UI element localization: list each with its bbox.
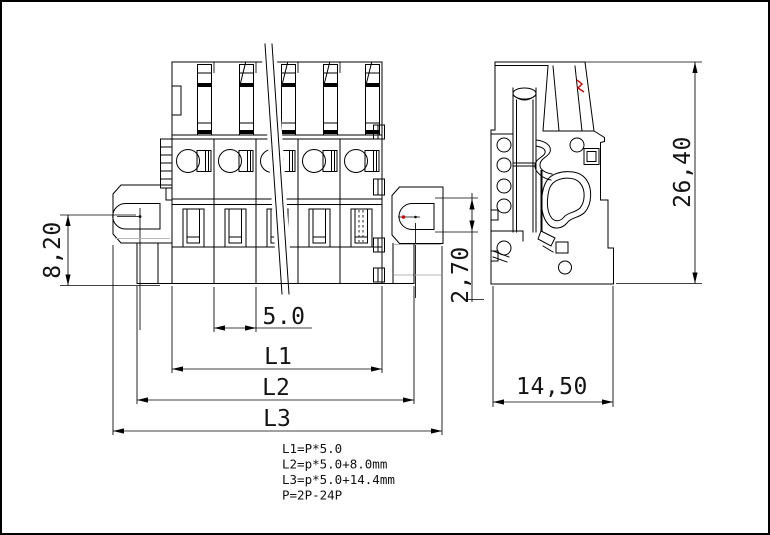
note-poles: P=2P-24P <box>282 488 342 503</box>
latch-window <box>583 148 600 165</box>
red-marker-dot <box>401 215 406 219</box>
flange-center-dot <box>138 215 142 218</box>
dim-side-height: 26,40 <box>670 136 696 208</box>
lever-slot <box>365 62 380 136</box>
lever-slot <box>323 62 338 136</box>
front-view <box>112 43 444 330</box>
contact-window-hatched <box>350 208 373 248</box>
dimension-2-70: 2,70 <box>435 193 484 304</box>
clamp-contact-details <box>490 230 572 275</box>
clamp-spring <box>534 139 592 229</box>
left-comb-detail <box>160 138 173 201</box>
side-wall-holes <box>490 137 600 262</box>
wire-entry <box>218 149 254 173</box>
left-edge-tab <box>171 85 182 116</box>
dim-front-height: 8,20 <box>40 221 66 278</box>
solder-pin-hole <box>558 260 572 275</box>
dimension-l1: L1 <box>171 286 383 373</box>
release-lever <box>542 65 595 132</box>
lever-slot <box>281 62 296 136</box>
dim-l2: L2 <box>262 375 290 401</box>
dim-l1: L1 <box>264 344 292 370</box>
note-l2: L2=p*5.0+8.0mm <box>282 457 387 472</box>
contact-window <box>182 208 205 248</box>
flange-slot-arc <box>112 202 127 230</box>
actuator-cylinder <box>512 87 543 233</box>
lever-slot-row <box>197 62 380 136</box>
right-mounting-flange <box>391 186 444 298</box>
formula-notes: L1=P*5.0 L2=p*5.0+8.0mm L3=p*5.0+14.4mm … <box>282 441 395 503</box>
flange-slot-arc <box>398 202 413 231</box>
side-view <box>490 61 614 285</box>
dimension-pitch-5-0: 5.0 <box>213 287 312 332</box>
left-mounting-flange <box>112 184 173 330</box>
side-outline <box>490 61 614 285</box>
contact-window <box>308 208 331 248</box>
wire-entry <box>176 149 212 173</box>
contact-window-row <box>182 208 373 248</box>
dim-flange-slot: 2,70 <box>448 246 474 303</box>
dimension-8-20: 8,20 <box>40 214 160 286</box>
break-lines <box>136 43 415 295</box>
contact-window <box>224 208 247 248</box>
dimension-14-50: 14,50 <box>492 286 614 407</box>
dim-pitch: 5.0 <box>262 304 305 330</box>
lever-slot <box>197 64 212 136</box>
right-edge-tabs <box>373 124 385 283</box>
red-revision-mark <box>576 79 585 93</box>
dim-side-depth: 14,50 <box>516 374 588 400</box>
dim-l3: L3 <box>263 406 291 432</box>
wire-entry <box>302 149 338 173</box>
pivot-hole <box>569 137 585 153</box>
wire-entry <box>344 149 380 173</box>
dimension-26-40: 26,40 <box>585 61 702 284</box>
note-l1: L1=P*5.0 <box>282 441 342 456</box>
dimension-l2: L2 <box>136 286 415 404</box>
dimension-l3: L3 <box>112 245 443 435</box>
note-l3: L3=p*5.0+14.4mm <box>282 472 395 487</box>
flange-center-dot <box>414 215 417 219</box>
pole-dividers <box>213 138 341 284</box>
wire-entry-row <box>176 149 380 173</box>
lever-slot <box>239 62 254 136</box>
